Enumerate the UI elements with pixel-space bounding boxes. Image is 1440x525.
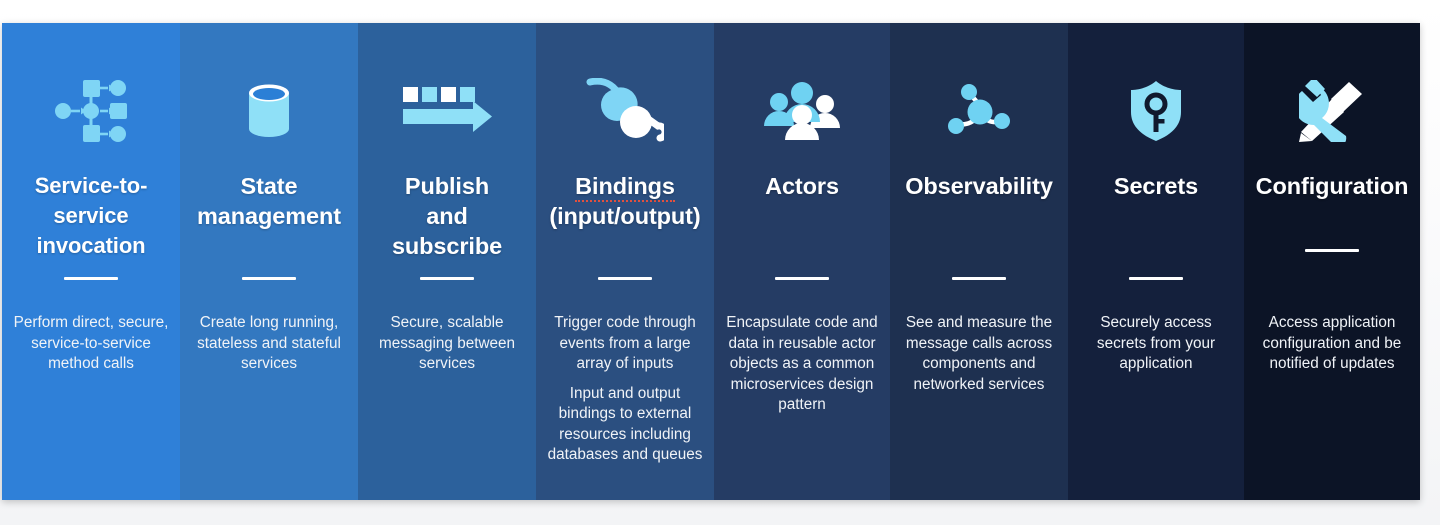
feature-title-line: State xyxy=(240,173,298,199)
messages-arrow-icon-wrap xyxy=(358,75,536,147)
network-nodes-icon-wrap xyxy=(890,75,1068,147)
wrench-screwdriver-icon xyxy=(1299,80,1362,142)
feature-title-line: and xyxy=(426,203,468,229)
service-invocation-icon xyxy=(55,80,127,142)
feature-description: Access application configuration and be … xyxy=(1252,313,1412,375)
title-divider xyxy=(775,277,829,280)
feature-title: Observability xyxy=(894,171,1064,201)
people-group-icon-wrap xyxy=(714,75,890,147)
feature-title-line: Observability xyxy=(905,173,1053,199)
feature-title-line: Service-to- xyxy=(34,173,148,198)
feature-title-line: Actors xyxy=(765,173,839,199)
shield-key-icon-wrap xyxy=(1068,75,1244,147)
database-cylinder-icon xyxy=(249,84,289,137)
feature-description-paragraph: Encapsulate code and data in reusable ac… xyxy=(726,314,878,413)
plug-connector-icon xyxy=(586,78,664,142)
shield-key-icon xyxy=(1131,81,1181,141)
title-divider xyxy=(952,277,1006,280)
wrench-screwdriver-icon-wrap xyxy=(1244,75,1420,147)
feature-title: Service-to-service invocation xyxy=(6,171,176,261)
feature-description: Secure, scalable messaging between servi… xyxy=(366,313,528,375)
title-divider xyxy=(1305,249,1359,252)
feature-description: Trigger code through events from a large… xyxy=(544,313,706,466)
feature-description-paragraph: Access application configuration and be … xyxy=(1262,314,1402,372)
feature-description-paragraph: Input and output bindings to external re… xyxy=(547,384,703,464)
database-cylinder-icon-wrap xyxy=(180,75,358,147)
feature-title-line: (input/output) xyxy=(549,203,701,229)
feature-title-line: Publish xyxy=(404,173,490,199)
feature-description: Perform direct, secure, service-to-servi… xyxy=(10,313,172,375)
feature-title-line: invocation xyxy=(36,233,146,258)
feature-description-paragraph: Create long running, stateless and state… xyxy=(197,314,341,372)
feature-description-paragraph: Trigger code through events from a large… xyxy=(554,314,696,372)
feature-title-line: management xyxy=(197,203,341,229)
feature-title-line: Secrets xyxy=(1113,173,1199,199)
title-divider xyxy=(420,277,474,280)
feature-description-paragraph: Perform direct, secure, service-to-servi… xyxy=(13,314,169,372)
feature-title-line: Configuration xyxy=(1255,173,1409,199)
feature-description-paragraph: See and measure the message calls across… xyxy=(905,314,1053,393)
title-divider xyxy=(1129,277,1183,280)
feature-title: Secrets xyxy=(1072,171,1240,201)
plug-connector-icon-wrap xyxy=(536,75,714,147)
feature-title: Configuration xyxy=(1248,171,1416,201)
feature-title-line: Bindings xyxy=(540,171,710,202)
service-invocation-icon-wrap xyxy=(2,75,180,147)
feature-title: State management xyxy=(184,171,354,231)
title-divider xyxy=(598,277,652,280)
feature-title: Bindings(input/output) xyxy=(540,171,710,231)
feature-description: Encapsulate code and data in reusable ac… xyxy=(722,313,882,416)
feature-column-bindings-input-output[interactable]: Bindings(input/output) Trigger code throu… xyxy=(536,23,714,500)
feature-description: Create long running, stateless and state… xyxy=(188,313,350,375)
feature-title: Actors xyxy=(718,171,886,201)
feature-title-line: subscribe xyxy=(391,233,503,259)
title-divider xyxy=(242,277,296,280)
feature-title: Publish and subscribe xyxy=(362,171,532,261)
title-divider xyxy=(64,277,118,280)
messages-arrow-icon xyxy=(403,87,492,132)
feature-description: Securely access secrets from your applic… xyxy=(1076,313,1236,375)
feature-title-line: service xyxy=(53,203,129,228)
people-group-icon xyxy=(764,82,840,140)
feature-description: See and measure the message calls across… xyxy=(898,313,1060,395)
network-nodes-icon xyxy=(948,84,1010,134)
feature-description-paragraph: Securely access secrets from your applic… xyxy=(1096,314,1216,372)
feature-description-paragraph: Secure, scalable messaging between servi… xyxy=(378,314,516,372)
